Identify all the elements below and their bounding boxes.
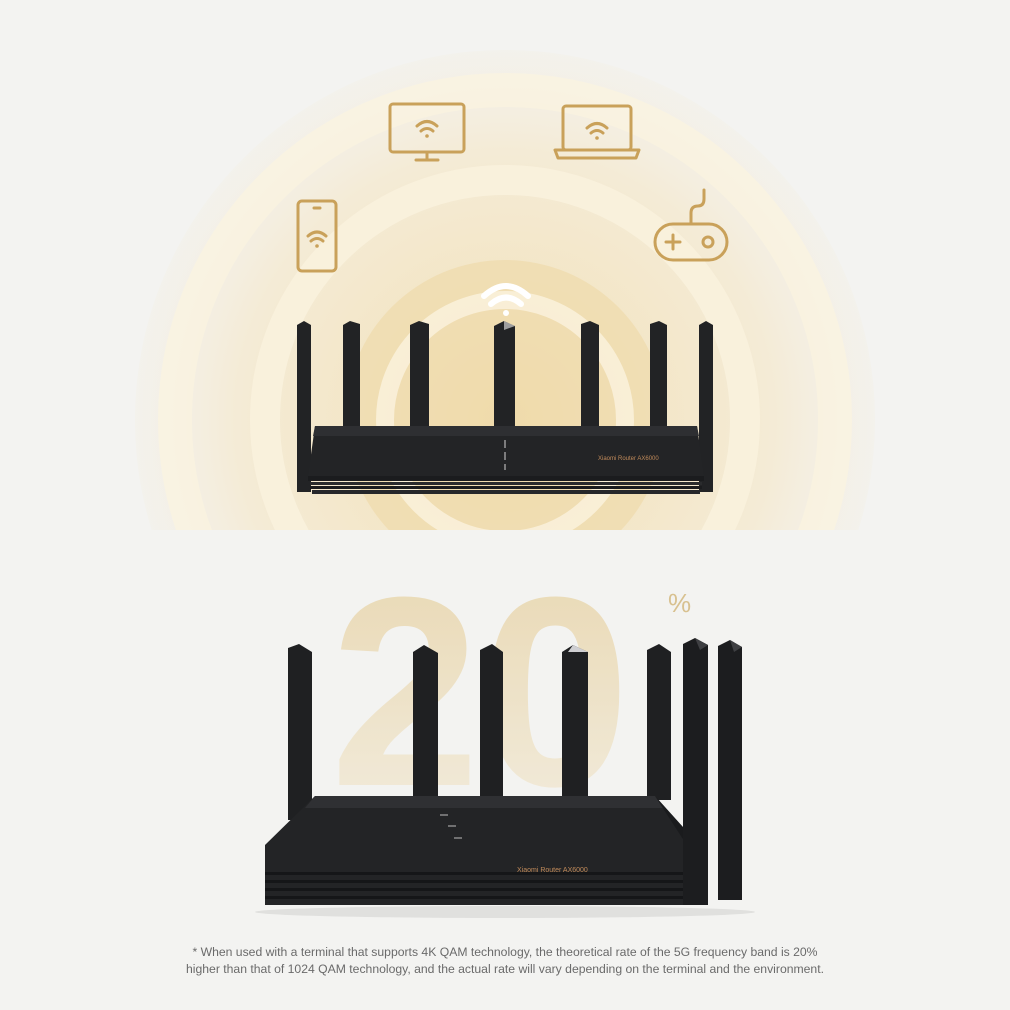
big-number-unit: %	[668, 588, 691, 618]
wifi-icon	[481, 283, 531, 316]
gamepad-icon	[653, 188, 729, 262]
router-bottom: Xiaomi Router AX6000	[255, 638, 755, 918]
top-illustration: Xiaomi Router AX6000	[135, 50, 875, 530]
router-label: Xiaomi Router AX6000	[598, 456, 659, 462]
router-label-bottom: Xiaomi Router AX6000	[517, 867, 588, 874]
bottom-panel: 20 %	[0, 530, 1010, 1010]
router-top: Xiaomi Router AX6000	[297, 321, 713, 494]
bottom-illustration: 20 %	[255, 542, 755, 918]
phone-icon	[296, 199, 338, 273]
footnote: * When used with a terminal that support…	[0, 944, 1010, 978]
monitor-icon	[388, 102, 466, 162]
laptop-icon	[553, 104, 641, 160]
footnote-line-2: higher than that of 1024 QAM technology,…	[186, 962, 824, 976]
footnote-line-1: * When used with a terminal that support…	[192, 945, 818, 959]
top-panel: Xiaomi Router AX6000	[135, 50, 875, 530]
